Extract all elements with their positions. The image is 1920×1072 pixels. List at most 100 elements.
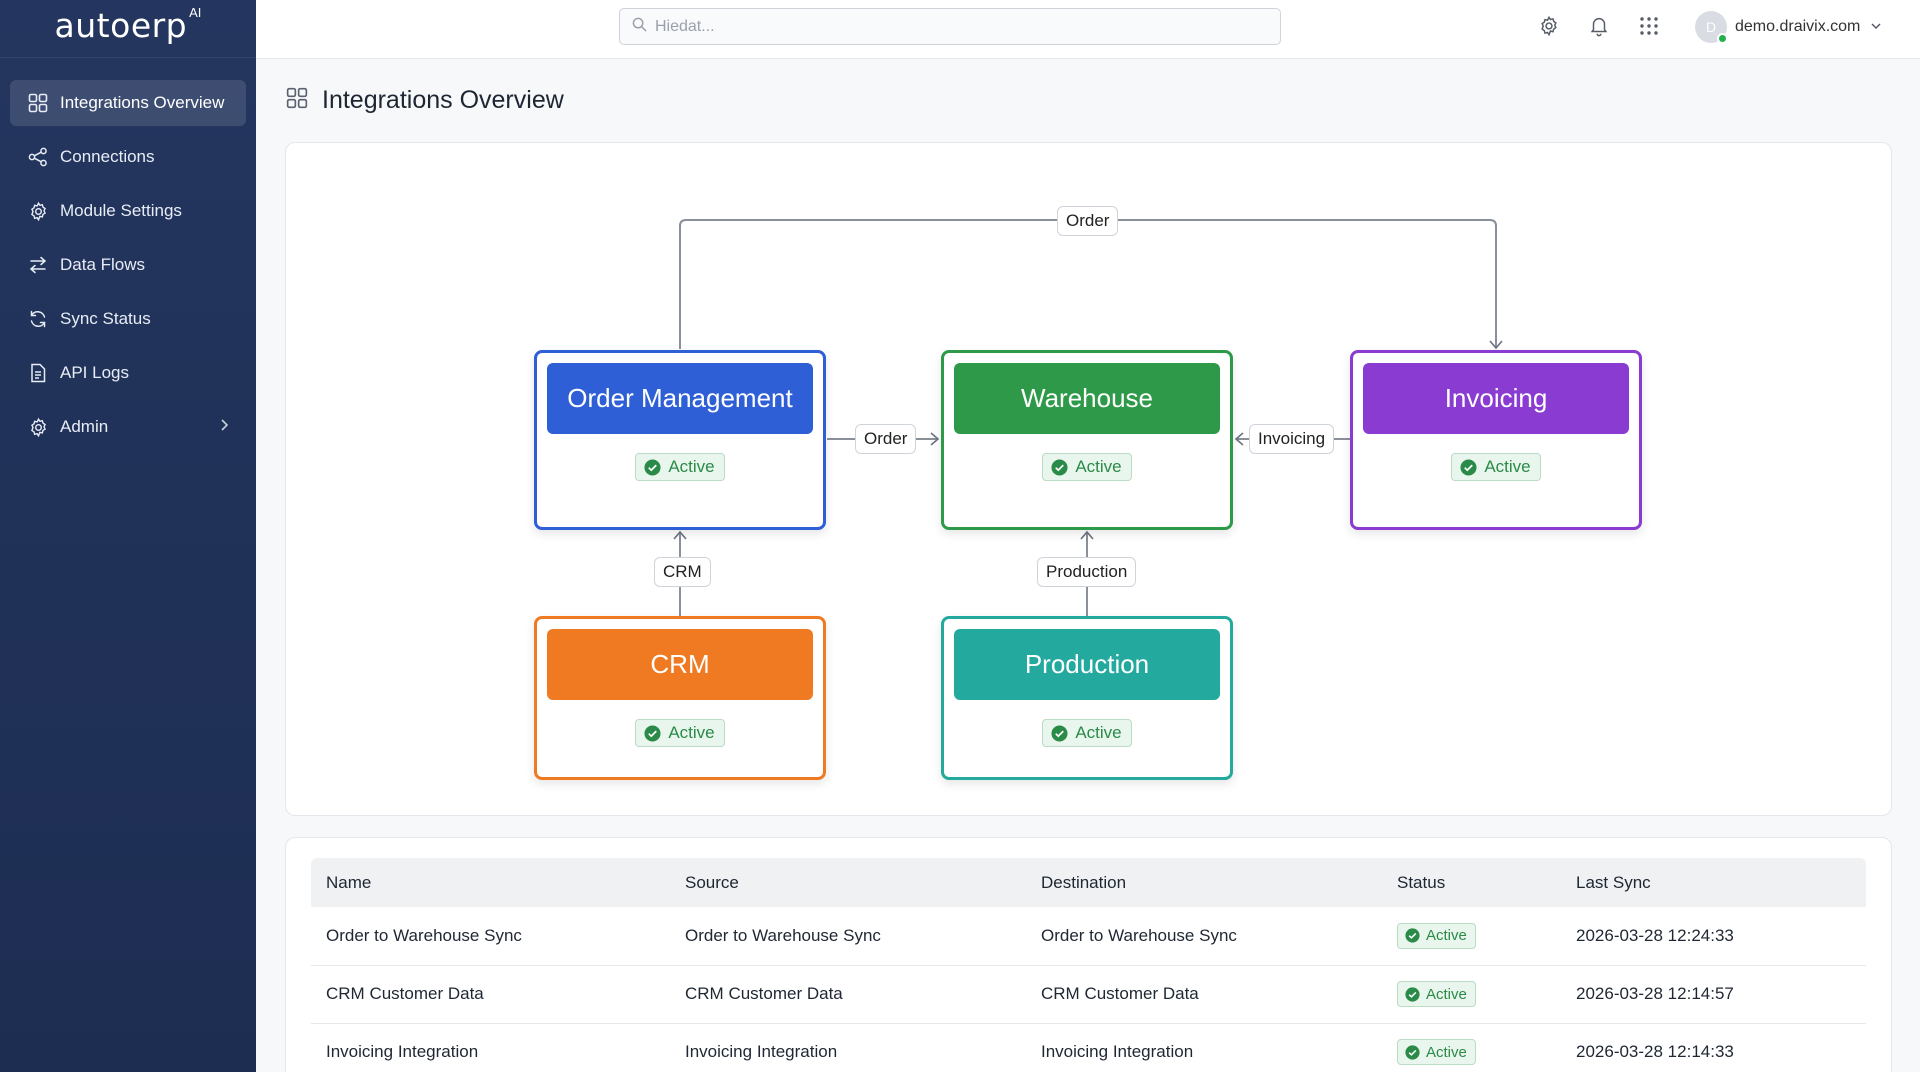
sidebar-nav: Integrations Overview Connections Module… (0, 58, 256, 450)
sidebar-item-label: API Logs (60, 363, 129, 382)
sidebar-item-api-logs[interactable]: API Logs (10, 350, 246, 396)
status-badge: Active (1042, 719, 1132, 747)
refresh-icon (26, 307, 50, 331)
user-name: demo.draivix.com (1735, 18, 1861, 35)
sidebar-item-label: Module Settings (60, 201, 182, 220)
module-crm[interactable]: CRM Active (534, 616, 826, 780)
search-box[interactable] (619, 8, 1281, 45)
status-text: Active (1426, 985, 1467, 1003)
cell-name: CRM Customer Data (311, 965, 670, 1024)
gear-icon (26, 415, 50, 439)
sidebar-item-module-settings[interactable]: Module Settings (10, 188, 246, 234)
column-header-status[interactable]: Status (1397, 872, 1446, 892)
chevron-right-icon (218, 417, 230, 438)
online-status-dot (1717, 33, 1728, 44)
status-badge: Active (635, 719, 725, 747)
status-text: Active (1484, 457, 1531, 476)
edge-label: Order (855, 424, 917, 454)
check-circle-icon (1405, 1044, 1420, 1060)
cell-last-sync: 2026-03-28 12:14:57 (1561, 965, 1866, 1024)
edge-label: CRM (654, 557, 711, 587)
cell-source: Invoicing Integration (670, 1023, 1026, 1072)
status-badge: Active (1042, 453, 1132, 481)
module-order-management[interactable]: Order Management Active (534, 350, 826, 530)
check-circle-icon (1405, 986, 1420, 1002)
module-title: Warehouse (954, 363, 1220, 434)
status-badge: Active (635, 453, 725, 481)
page-header: Integrations Overview (286, 86, 564, 115)
edge-label: Production (1037, 557, 1137, 587)
grid-icon (286, 87, 308, 114)
gear-icon (26, 199, 50, 223)
cell-status: Active (1382, 1023, 1561, 1072)
avatar: D (1695, 11, 1728, 44)
chevron-down-icon (1870, 18, 1882, 36)
grid-icon (26, 91, 50, 115)
cell-source: Order to Warehouse Sync (670, 907, 1026, 966)
search-input[interactable] (655, 17, 1275, 36)
status-text: Active (668, 723, 715, 742)
status-badge: Active (1451, 453, 1541, 481)
cell-destination: Order to Warehouse Sync (1026, 907, 1382, 966)
bell-icon[interactable] (1587, 14, 1611, 38)
integrations-table: Name Source Destination Status Last Sync… (311, 858, 1866, 1072)
module-title: CRM (547, 629, 813, 700)
apps-grid-icon[interactable] (1637, 14, 1661, 38)
top-bar: D demo.draivix.com (256, 0, 1920, 59)
column-header-last-sync[interactable]: Last Sync (1576, 872, 1651, 892)
settings-gear-icon[interactable] (1537, 14, 1561, 38)
cell-destination: CRM Customer Data (1026, 965, 1382, 1024)
cell-destination: Invoicing Integration (1026, 1023, 1382, 1072)
check-circle-icon (1051, 458, 1068, 476)
sidebar-item-label: Data Flows (60, 255, 146, 274)
module-invoicing[interactable]: Invoicing Active (1350, 350, 1642, 530)
status-text: Active (1426, 927, 1467, 945)
check-circle-icon (644, 458, 661, 476)
cell-name: Order to Warehouse Sync (311, 907, 670, 966)
sidebar-item-data-flows[interactable]: Data Flows (10, 242, 246, 288)
user-menu[interactable]: D demo.draivix.com (1695, 10, 1882, 44)
table-row[interactable]: CRM Customer Data CRM Customer Data CRM … (311, 965, 1866, 1024)
status-badge: Active (1397, 922, 1476, 949)
status-text: Active (1426, 1043, 1467, 1061)
cell-name: Invoicing Integration (311, 1023, 670, 1072)
check-circle-icon (644, 724, 661, 742)
cell-status: Active (1382, 907, 1561, 966)
cell-last-sync: 2026-03-28 12:24:33 (1561, 907, 1866, 966)
table-row[interactable]: Invoicing Integration Invoicing Integrat… (311, 1023, 1866, 1072)
column-header-name[interactable]: Name (326, 872, 372, 892)
sidebar-item-label: Sync Status (60, 309, 151, 328)
status-badge: Active (1397, 981, 1476, 1007)
brand-sup: AI (189, 5, 202, 20)
module-warehouse[interactable]: Warehouse Active (941, 350, 1233, 530)
sidebar-item-label: Admin (60, 417, 109, 436)
edge-label: Order (1057, 206, 1119, 236)
arrows-left-right-icon (26, 253, 50, 277)
status-badge: Active (1397, 1039, 1476, 1065)
share-icon (26, 145, 50, 169)
sidebar-item-sync-status[interactable]: Sync Status (10, 296, 246, 342)
module-production[interactable]: Production Active (941, 616, 1233, 780)
page-title: Integrations Overview (322, 86, 564, 114)
column-header-source[interactable]: Source (685, 872, 739, 892)
cell-source: CRM Customer Data (670, 965, 1026, 1024)
column-header-destination[interactable]: Destination (1041, 872, 1127, 892)
sidebar-item-integrations-overview[interactable]: Integrations Overview (10, 80, 246, 126)
table-header-row: Name Source Destination Status Last Sync (311, 858, 1866, 907)
avatar-initial: D (1705, 19, 1717, 35)
module-title: Invoicing (1363, 363, 1629, 434)
sidebar-item-connections[interactable]: Connections (10, 134, 246, 180)
document-icon (26, 361, 50, 385)
status-text: Active (1075, 457, 1122, 476)
table-row[interactable]: Order to Warehouse Sync Order to Warehou… (311, 907, 1866, 966)
sidebar-item-admin[interactable]: Admin (10, 404, 246, 450)
module-title: Order Management (547, 363, 813, 434)
cell-status: Active (1382, 965, 1561, 1024)
cell-last-sync: 2026-03-28 12:14:33 (1561, 1023, 1866, 1072)
sidebar-item-label: Connections (60, 147, 155, 166)
check-circle-icon (1405, 928, 1420, 943)
module-title: Production (954, 629, 1220, 700)
status-text: Active (1075, 723, 1122, 742)
